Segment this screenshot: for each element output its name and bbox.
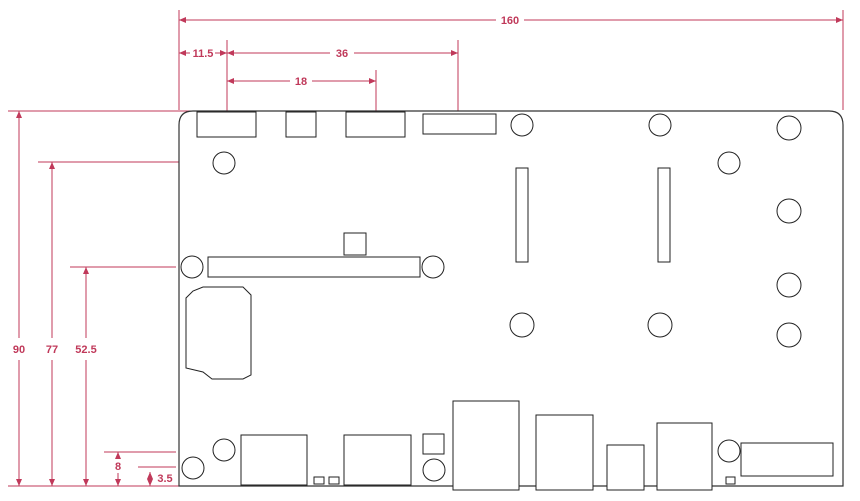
dim-label-height: 90: [13, 344, 25, 356]
vertical-slot-right: [657, 167, 671, 263]
mounting-hole: [212, 438, 236, 462]
dim-label-hole-y-low: 8: [115, 461, 121, 473]
soc-outline: [185, 286, 252, 380]
mounting-holes: [180, 113, 802, 482]
mounting-hole: [510, 113, 534, 137]
mounting-hole: [180, 255, 204, 279]
mounting-hole: [717, 151, 741, 175]
dim-label-width: 160: [501, 15, 519, 27]
mounting-hole: [181, 456, 205, 480]
bottom-small-box: [422, 433, 445, 455]
dim-label-hole-y-top: 77: [46, 344, 58, 356]
top-connector-1: [196, 111, 257, 138]
top-connectors: [196, 111, 497, 138]
bottom-right-header: [740, 442, 834, 477]
power-connector: [656, 422, 713, 491]
mounting-hole: [421, 255, 445, 279]
bottom-connector-2: [343, 434, 412, 486]
dim-label-offset-x3: 18: [295, 76, 307, 88]
small-chip: [343, 232, 367, 256]
dim-label-hole-y-bottom: 3.5: [157, 473, 172, 485]
mounting-hole: [776, 198, 802, 224]
dim-label-offset-x1: 11.5: [193, 48, 214, 60]
mounting-hole: [422, 458, 446, 482]
tiny-pad-2: [328, 476, 340, 485]
tiny-pad-1: [313, 476, 325, 485]
dim-label-hole-y-mid: 52.5: [75, 344, 96, 356]
mounting-hole: [509, 312, 535, 338]
ethernet-port: [452, 400, 520, 491]
dim-label-offset-x2: 36: [336, 48, 348, 60]
usb-port-stack: [535, 414, 594, 491]
mounting-hole: [776, 272, 802, 298]
bottom-connectors: [240, 400, 834, 491]
dimension-labels: 160 11.5 36 18 90 77 52.5 8 3.5: [13, 15, 519, 485]
long-header: [207, 256, 421, 278]
vertical-slot-left: [515, 167, 529, 263]
audio-jack: [606, 444, 645, 491]
mounting-hole: [776, 322, 802, 348]
top-connector-4: [422, 113, 497, 135]
mounting-hole: [717, 439, 741, 463]
mounting-hole: [212, 151, 236, 175]
bottom-connector-1: [240, 434, 308, 486]
mounting-hole: [776, 115, 802, 141]
top-connector-2: [285, 111, 317, 138]
board-outline: [178, 110, 844, 487]
mounting-hole: [648, 113, 672, 137]
slots-and-headers: [207, 167, 671, 278]
tiny-pad-3: [725, 476, 736, 485]
mounting-hole: [647, 312, 673, 338]
top-connector-3: [345, 111, 406, 138]
